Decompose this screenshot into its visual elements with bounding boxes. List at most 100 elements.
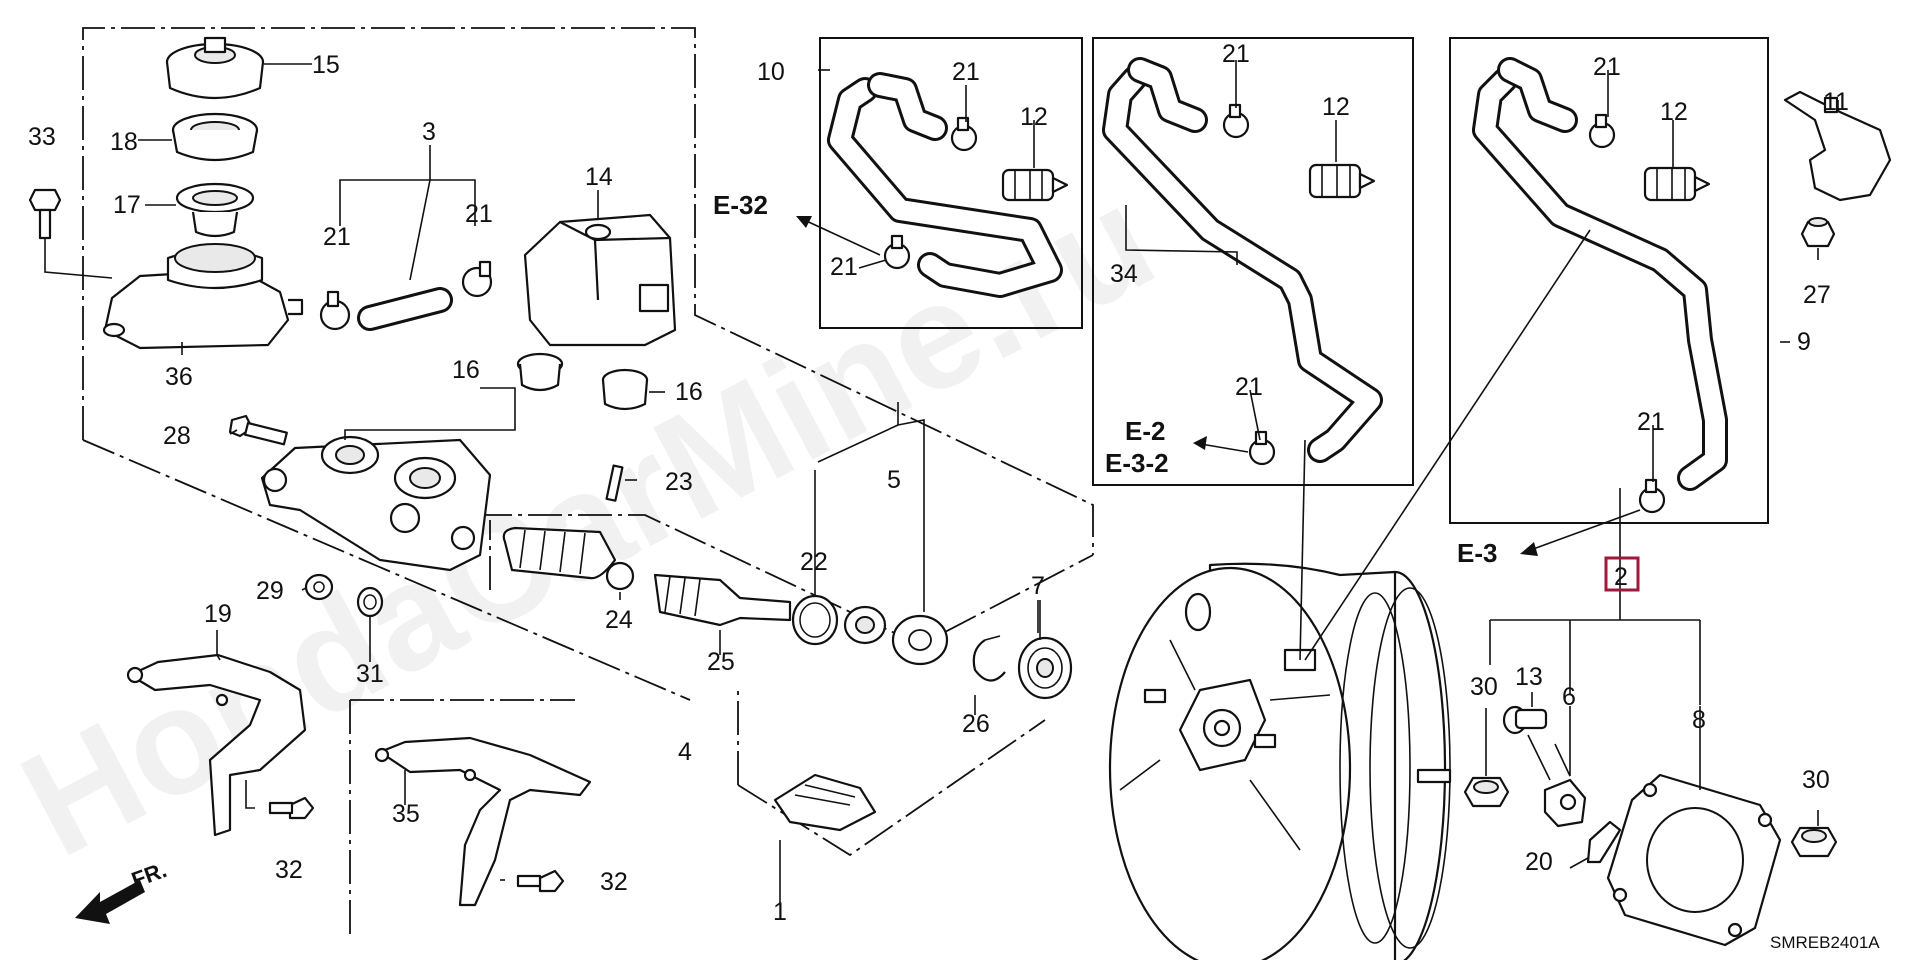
- repair-kit-packet[interactable]: [773, 773, 877, 832]
- bolt-32b[interactable]: [516, 869, 565, 893]
- hose-clip-12c[interactable]: [1643, 166, 1711, 202]
- hose-clamp-21h[interactable]: [1638, 478, 1666, 514]
- callout-28[interactable]: 28: [163, 422, 191, 450]
- grommet-seal[interactable]: [1017, 636, 1073, 700]
- snap-ring[interactable]: [972, 635, 1006, 682]
- nut-30b[interactable]: [1790, 826, 1838, 858]
- washer-29[interactable]: [304, 573, 334, 601]
- callout-12-c[interactable]: 12: [1660, 98, 1688, 126]
- piston-cup-seal[interactable]: [791, 594, 839, 646]
- callout-29[interactable]: 29: [256, 577, 284, 605]
- callout-7[interactable]: 7: [1031, 572, 1045, 600]
- callout-33[interactable]: 33: [28, 123, 56, 151]
- callout-21-e[interactable]: 21: [1222, 40, 1250, 68]
- callout-32-b[interactable]: 32: [600, 868, 628, 896]
- callout-23[interactable]: 23: [665, 468, 693, 496]
- grommet-left[interactable]: [516, 352, 564, 392]
- callout-26[interactable]: 26: [962, 710, 990, 738]
- callout-36[interactable]: 36: [165, 363, 193, 391]
- callout-4[interactable]: 4: [678, 738, 692, 766]
- callout-11[interactable]: 11: [1823, 88, 1849, 116]
- callout-25[interactable]: 25: [707, 648, 735, 676]
- reservoir-strainer[interactable]: [175, 182, 255, 238]
- callout-31[interactable]: 31: [356, 660, 384, 688]
- callout-1[interactable]: 1: [773, 898, 787, 926]
- reservoir-seal-ring[interactable]: [171, 112, 259, 162]
- hose-clamp-21d[interactable]: [883, 234, 911, 270]
- ref-e-32[interactable]: E-32: [713, 190, 768, 220]
- master-cylinder-seal[interactable]: [891, 614, 949, 666]
- hose-clamp-left[interactable]: [319, 290, 351, 331]
- callout-21-c[interactable]: 21: [952, 58, 980, 86]
- callout-21-a[interactable]: 21: [323, 223, 351, 251]
- hose-bracket-11[interactable]: [1783, 90, 1892, 202]
- hose-clamp-21e[interactable]: [1222, 103, 1250, 139]
- reservoir-hose[interactable]: [357, 287, 453, 331]
- callout-21-g[interactable]: 21: [1593, 53, 1621, 81]
- reservoir-bolt[interactable]: [28, 188, 62, 240]
- callout-12-b[interactable]: 12: [1322, 93, 1350, 121]
- secondary-piston-assembly[interactable]: [653, 573, 792, 627]
- callout-14[interactable]: 14: [585, 163, 613, 191]
- callout-22[interactable]: 22: [800, 548, 828, 576]
- primary-piston-assembly[interactable]: [502, 526, 635, 591]
- ref-e-2[interactable]: E-2: [1125, 416, 1165, 446]
- remote-reservoir[interactable]: [523, 213, 677, 347]
- callout-30-a[interactable]: 30: [1470, 673, 1498, 701]
- piston-seal[interactable]: [843, 605, 887, 645]
- callout-19[interactable]: 19: [204, 600, 232, 628]
- callout-34[interactable]: 34: [1110, 260, 1138, 288]
- hose-clip-12a[interactable]: [1001, 168, 1069, 202]
- clip-20[interactable]: [1586, 820, 1622, 864]
- hose-clamp-21c[interactable]: [950, 116, 978, 152]
- master-cylinder-bolt[interactable]: [228, 414, 288, 446]
- callout-21-b[interactable]: 21: [465, 200, 493, 228]
- clevis-6[interactable]: [1543, 778, 1587, 828]
- bolt-32a[interactable]: [268, 796, 315, 820]
- callout-21-f[interactable]: 21: [1235, 373, 1263, 401]
- master-cylinder[interactable]: [260, 435, 492, 572]
- callout-21-d[interactable]: 21: [830, 253, 858, 281]
- callout-16-b[interactable]: 16: [675, 378, 703, 406]
- grommet-right[interactable]: [601, 368, 649, 411]
- callout-21-h[interactable]: 21: [1637, 408, 1665, 436]
- vacuum-hose-9[interactable]: [1472, 57, 1728, 491]
- callout-6[interactable]: 6: [1562, 683, 1576, 711]
- bracket-19[interactable]: [126, 653, 307, 837]
- nut-27[interactable]: [1800, 217, 1836, 248]
- callout-27[interactable]: 27: [1803, 281, 1831, 309]
- vacuum-hose-10[interactable]: [827, 72, 1063, 298]
- hose-clip-12b[interactable]: [1308, 163, 1376, 199]
- callout-24[interactable]: 24: [605, 606, 633, 634]
- callout-20[interactable]: 20: [1525, 848, 1553, 876]
- callout-35[interactable]: 35: [392, 800, 420, 828]
- ref-e-3-2[interactable]: E-3-2: [1105, 448, 1169, 478]
- callout-3[interactable]: 3: [422, 118, 436, 146]
- brake-booster[interactable]: [1108, 562, 1452, 960]
- callout-15[interactable]: 15: [312, 51, 340, 79]
- brake-fluid-reservoir[interactable]: [102, 243, 304, 350]
- callout-17[interactable]: 17: [113, 191, 141, 219]
- stop-pin[interactable]: [605, 464, 624, 502]
- hose-clamp-right[interactable]: [461, 260, 493, 298]
- callout-10[interactable]: 10: [757, 58, 785, 86]
- callout-32-a[interactable]: 32: [275, 856, 303, 884]
- callout-8[interactable]: 8: [1692, 706, 1706, 734]
- hose-clamp-21f[interactable]: [1248, 430, 1276, 466]
- callout-30-b[interactable]: 30: [1802, 766, 1830, 794]
- callout-13[interactable]: 13: [1515, 663, 1543, 691]
- clevis-pin-13[interactable]: [1502, 705, 1548, 735]
- callout-12-a[interactable]: 12: [1020, 103, 1048, 131]
- callout-2[interactable]: 2: [1614, 563, 1628, 591]
- hose-clamp-21g[interactable]: [1588, 113, 1616, 149]
- ref-e-3[interactable]: E-3: [1457, 538, 1497, 568]
- reservoir-cap[interactable]: [165, 36, 265, 100]
- callout-5[interactable]: 5: [887, 466, 901, 494]
- callout-9[interactable]: 9: [1797, 328, 1811, 356]
- bracket-35[interactable]: [374, 736, 592, 907]
- vacuum-hose-34[interactable]: [1102, 57, 1383, 463]
- callout-16-a[interactable]: 16: [452, 356, 480, 384]
- nut-30a[interactable]: [1463, 776, 1510, 808]
- o-ring-31[interactable]: [356, 586, 384, 618]
- gasket-8[interactable]: [1606, 773, 1782, 947]
